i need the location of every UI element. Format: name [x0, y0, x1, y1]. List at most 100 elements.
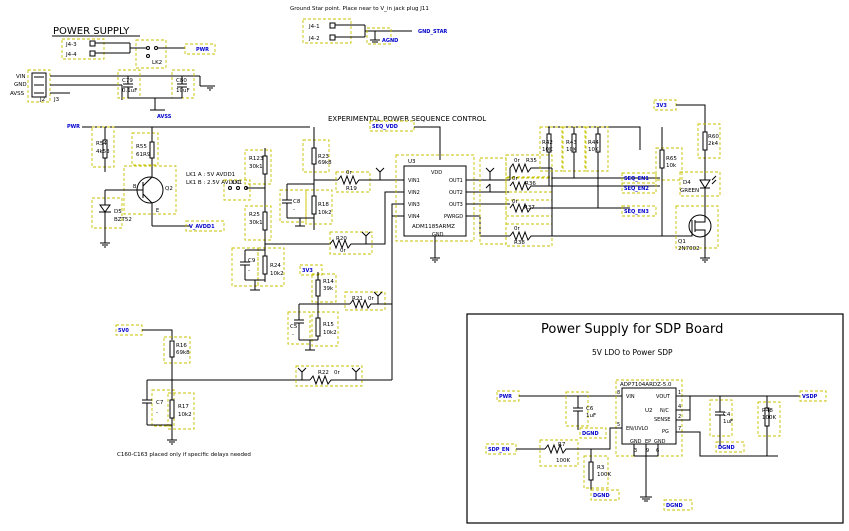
res-r38-value: 0r: [514, 226, 520, 232]
jumper-j4-2: J4-2: [308, 36, 320, 42]
res-r23-ref: R23: [318, 154, 329, 160]
u2-pinnum-8: 8: [617, 390, 620, 396]
zener-d5-ref: D5: [114, 209, 122, 215]
net-label-avss: AVSS: [157, 114, 172, 120]
u2-pinnum-5: 5: [617, 422, 620, 428]
net-label-sdp-out: VSDP: [802, 394, 818, 400]
sdp-res-r3-value: 100K: [597, 472, 611, 478]
res-r55-ref: R55: [136, 144, 147, 150]
u2-pin-vout: VOUT: [656, 394, 671, 400]
cap-c7-value: -: [156, 410, 158, 416]
res-r123-ref: R123: [249, 156, 264, 162]
led-d4-ref: D4: [683, 180, 691, 186]
res-r19-value: 0r: [346, 170, 352, 176]
u2-pin-gnd1: GND: [630, 439, 642, 445]
conn-label-gnd: GND: [14, 82, 27, 88]
res-r15-ref: R15: [323, 322, 334, 328]
sdp-res-r7-ref: R7: [558, 442, 566, 448]
u2-pin-pg: PG: [662, 429, 669, 435]
net-label-3v3-top: 3V3: [656, 103, 667, 109]
u2-pinnum-2: 2: [678, 414, 681, 420]
net-label-seq-vdd: SEQ_VDD: [372, 124, 398, 130]
res-r22-value: 0r: [334, 370, 340, 376]
transistor-q2-ref: Q2: [165, 186, 173, 192]
u2-pin-nc: N/C: [660, 408, 669, 414]
u2-pin-ep: EP: [645, 439, 651, 445]
res-r16-ref: R16: [176, 343, 187, 349]
res-r65-value: 10k: [666, 163, 677, 169]
res-r15-value: 10k2: [323, 330, 337, 336]
res-r25-ref: R25: [249, 212, 260, 218]
cap-c8-value: -: [293, 207, 295, 213]
u2-pinnum-1: 1: [678, 390, 681, 396]
res-r37-ref: R37: [524, 205, 535, 211]
net-label-agnd: AGND: [382, 38, 398, 44]
net-label-star-gnd: GND_STAR: [418, 29, 447, 35]
mosfet-q1-value: 2N7002: [678, 246, 700, 252]
u3-pin-pwrgd: PWRGD: [444, 214, 463, 220]
res-r54-value: 4k53: [96, 149, 110, 155]
net-label-dgnd-c4: DGND: [718, 445, 735, 451]
res-r20-value: 0r: [340, 248, 346, 254]
res-r44-ref: R44: [588, 140, 599, 146]
cap-footnote: C160-C163 placed only if specific delays…: [117, 452, 251, 458]
conn-label-avss: AVSS: [10, 91, 25, 97]
res-r14-value: 39k: [323, 286, 334, 292]
cap-c5-ref: C5: [290, 324, 298, 330]
res-r36-value: 0r: [512, 176, 518, 182]
res-r44-value: 10K: [588, 147, 599, 153]
sdp-cap-c4-ref: C4: [723, 412, 731, 418]
res-r20-ref: R20: [336, 236, 347, 242]
res-r43-ref: R43: [566, 140, 577, 146]
u2-pinnum-7: 7: [678, 426, 681, 432]
res-r23-value: 69k8: [318, 160, 332, 166]
sdp-cap-c4-value: 1uF: [723, 419, 733, 425]
u2-pin-en: EN/UVLO: [626, 426, 648, 432]
res-r24-ref: R24: [270, 263, 281, 269]
u2-pin-gnd2: GND: [654, 439, 666, 445]
u2-ref: U2: [645, 408, 653, 414]
power-supply-title: POWER SUPPLY: [53, 26, 130, 37]
cap-c7-ref: C7: [156, 400, 164, 406]
lk1-note-a: LK1 A : 5V AVDD1: [186, 172, 235, 178]
u2-pinnum-4: 4: [678, 404, 681, 410]
res-r37-value: 0r: [512, 199, 518, 205]
sdp-title: Power Supply for SDP Board: [541, 322, 723, 337]
link-lk1: LK1: [232, 180, 242, 186]
res-r54-ref: R54: [96, 141, 107, 147]
lk1-note-b: LK1 B : 2.5V AVDD1: [186, 180, 240, 186]
sdp-subtitle: 5V LDO to Power SDP: [592, 348, 673, 357]
res-r65-ref: R65: [666, 156, 677, 162]
res-r17-ref: R17: [178, 404, 189, 410]
res-r24-value: 10k2: [270, 271, 284, 277]
u2-pinnum-3: 3: [634, 448, 637, 454]
u3-pin-gnd: GND: [432, 232, 444, 238]
u3-pin-out1: OUT1: [449, 178, 463, 184]
res-r18-ref: R18: [318, 202, 329, 208]
mosfet-q1-ref: Q1: [678, 239, 686, 245]
q2-pin-b: B: [133, 184, 137, 190]
jumper-j4-4: J4-4: [65, 52, 77, 58]
u3-pin-vin3: VIN3: [408, 202, 420, 208]
sdp-res-r48-ref: R48: [762, 408, 773, 414]
res-r55-value: 61R9: [136, 152, 151, 158]
res-r16-value: 69k8: [176, 350, 190, 356]
net-label-dgnd-u2: DGND: [666, 503, 683, 509]
u3-part: ADM1185ARMZ: [412, 224, 455, 230]
u2-part: ADP7104ARDZ-5.0: [620, 382, 672, 388]
u2-pin-sense: SENSE: [654, 417, 670, 423]
sdp-panel: [466, 313, 844, 524]
res-r43-value: 10K: [566, 147, 577, 153]
res-r35-ref: R35: [526, 158, 537, 164]
cap-c80-ref: C80: [176, 78, 187, 84]
net-label-v3: 3V3: [302, 268, 313, 274]
u3-pin-vdd: VDD: [431, 170, 442, 176]
u3-pin-out2: OUT2: [449, 190, 463, 196]
net-label-dgnd-c6: DGND: [582, 431, 599, 437]
net-label-en3: SEQ_EN3: [624, 209, 649, 215]
res-r21-value: 0r: [368, 296, 374, 302]
jumper-j4-3: J4-3: [65, 42, 77, 48]
res-r25-value: 30k1: [249, 220, 263, 226]
net-label-en2: SEQ_EN2: [624, 186, 649, 192]
u3-pin-vin1: VIN1: [408, 178, 420, 184]
